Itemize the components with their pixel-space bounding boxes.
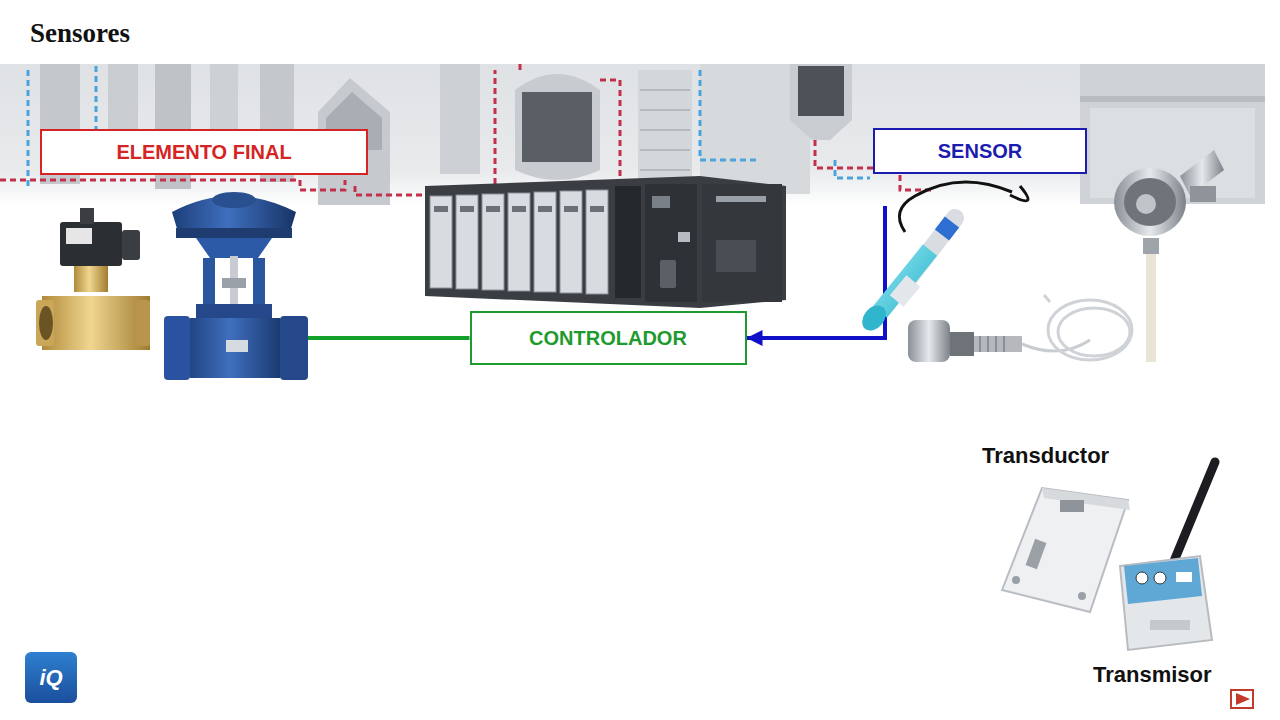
thermowell-sensor xyxy=(1114,150,1224,362)
box-label: SENSOR xyxy=(938,140,1022,163)
solenoid-valve xyxy=(36,208,150,350)
thermocouple-wire xyxy=(1044,295,1132,360)
box-label: CONTROLADOR xyxy=(529,327,687,350)
box-label: ELEMENTO FINAL xyxy=(116,141,291,164)
slide-title: Sensores xyxy=(30,18,130,49)
controller-box: CONTROLADOR xyxy=(470,311,747,365)
device-caption: Transmisor xyxy=(1093,662,1212,688)
final-element-box: ELEMENTO FINAL xyxy=(40,129,368,175)
ph-probe xyxy=(857,182,1028,335)
sensor-box: SENSOR xyxy=(873,128,1087,174)
logo-mark: iQ xyxy=(25,652,77,703)
play-icon xyxy=(1231,690,1253,708)
transmitter-device xyxy=(1120,462,1215,650)
control-valve xyxy=(164,192,308,380)
device-caption: Transductor xyxy=(982,443,1109,469)
plc-controller xyxy=(425,176,786,308)
level-switch xyxy=(908,320,1090,362)
transducer-device xyxy=(1002,488,1130,612)
